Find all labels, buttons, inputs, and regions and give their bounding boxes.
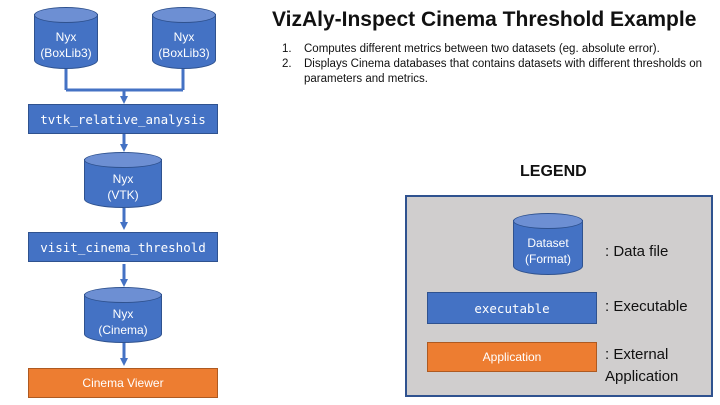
application-cinema-viewer: Cinema Viewer (28, 368, 218, 398)
legend-dataset-name: Dataset (527, 236, 569, 250)
dataset-format: (Cinema) (98, 323, 148, 337)
dataset-format: (BoxLib3) (40, 46, 92, 60)
description-number: 1. (282, 43, 292, 55)
description-item: 2. Displays Cinema databases that contai… (282, 57, 712, 87)
legend-executable-name: executable (474, 300, 550, 316)
legend-panel: Dataset (Format) : Data file executable … (405, 195, 713, 397)
executable-visit-cinema-threshold: visit_cinema_threshold (28, 232, 218, 262)
legend-application-name: Application (482, 350, 542, 364)
description-item: 1. Computes different metrics between tw… (282, 42, 712, 57)
executable-label: visit_cinema_threshold (40, 239, 206, 255)
description-text: Computes different metrics between two d… (304, 43, 660, 55)
dataset-format: (BoxLib3) (158, 46, 210, 60)
legend-dataset-format: (Format) (525, 252, 571, 266)
legend-application-label-line2: Application (605, 368, 679, 385)
executable-tvtk-relative-analysis: tvtk_relative_analysis (28, 104, 218, 134)
description-number: 2. (282, 58, 292, 70)
dataset-name: Nyx (112, 172, 134, 186)
description-text: Displays Cinema databases that contains … (304, 58, 703, 85)
dataset-name: Nyx (112, 307, 134, 321)
application-label: Cinema Viewer (82, 376, 164, 390)
legend-application-label-line1: : External (605, 346, 669, 363)
dataset-name: Nyx (173, 30, 195, 44)
dataset-nyx-boxlib3-right: Nyx (BoxLib3) (152, 7, 216, 69)
dataset-name: Nyx (55, 30, 77, 44)
page-title: VizAly-Inspect Cinema Threshold Example (272, 8, 697, 31)
dataset-format: (VTK) (107, 188, 139, 202)
legend-application-label: : External Application (605, 344, 678, 388)
dataset-nyx-vtk: Nyx (VTK) (84, 152, 162, 208)
executable-label: tvtk_relative_analysis (40, 111, 206, 127)
description-list: 1. Computes different metrics between tw… (282, 42, 712, 87)
dataset-nyx-boxlib3-left: Nyx (BoxLib3) (34, 7, 98, 69)
dataset-nyx-cinema: Nyx (Cinema) (84, 287, 162, 343)
legend-title: LEGEND (520, 163, 587, 180)
legend-dataset-symbol: Dataset (Format) (513, 213, 583, 275)
legend-executable-label: : Executable (605, 298, 688, 315)
legend-executable-symbol: executable (427, 292, 597, 324)
legend-application-symbol: Application (427, 342, 597, 372)
legend-data-file-label: : Data file (605, 243, 669, 260)
flow-connectors (64, 68, 185, 366)
